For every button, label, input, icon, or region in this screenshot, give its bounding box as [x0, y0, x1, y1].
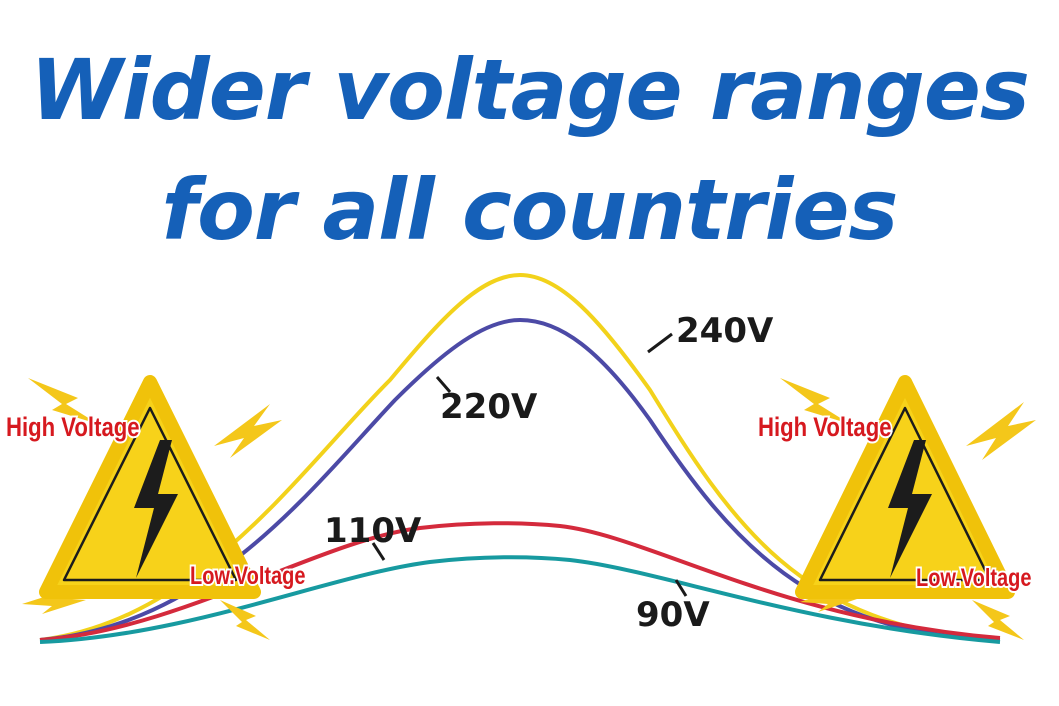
curve-label-110v: 110V [324, 511, 422, 551]
curve-240v [39, 272, 1001, 642]
warning-sign-right: High Voltage Low.Voltage [756, 375, 1036, 640]
spark-icon [780, 378, 1036, 640]
spark-icon [22, 378, 282, 640]
high-voltage-label: High Voltage [758, 413, 892, 443]
warning-sign-left: High Voltage Low.Voltage [4, 375, 307, 640]
curve-220v [39, 317, 1001, 642]
curve-label-220v: 220V [440, 387, 538, 427]
curves [39, 272, 1001, 644]
title-line-1: Wider voltage ranges [30, 41, 1030, 139]
leader-220v [435, 376, 452, 393]
lightning-bolt-icon [134, 440, 178, 578]
high-voltage-label: High Voltage [6, 413, 140, 443]
sign-inner-border [818, 406, 992, 582]
low-voltage-label: Low.Voltage [190, 562, 305, 590]
leader-240v [647, 332, 673, 354]
leader-110v [371, 542, 386, 561]
sign-inner-border [62, 406, 238, 582]
title-line-2: for all countries [161, 161, 899, 259]
curve-label-240v: 240V [676, 311, 774, 351]
lightning-bolt-icon [888, 440, 932, 578]
curve-label-90v: 90V [636, 595, 710, 635]
label-leaders [371, 332, 688, 597]
curve-90v [39, 555, 1001, 644]
low-voltage-label: Low.Voltage [916, 564, 1031, 592]
leader-90v [674, 579, 688, 597]
